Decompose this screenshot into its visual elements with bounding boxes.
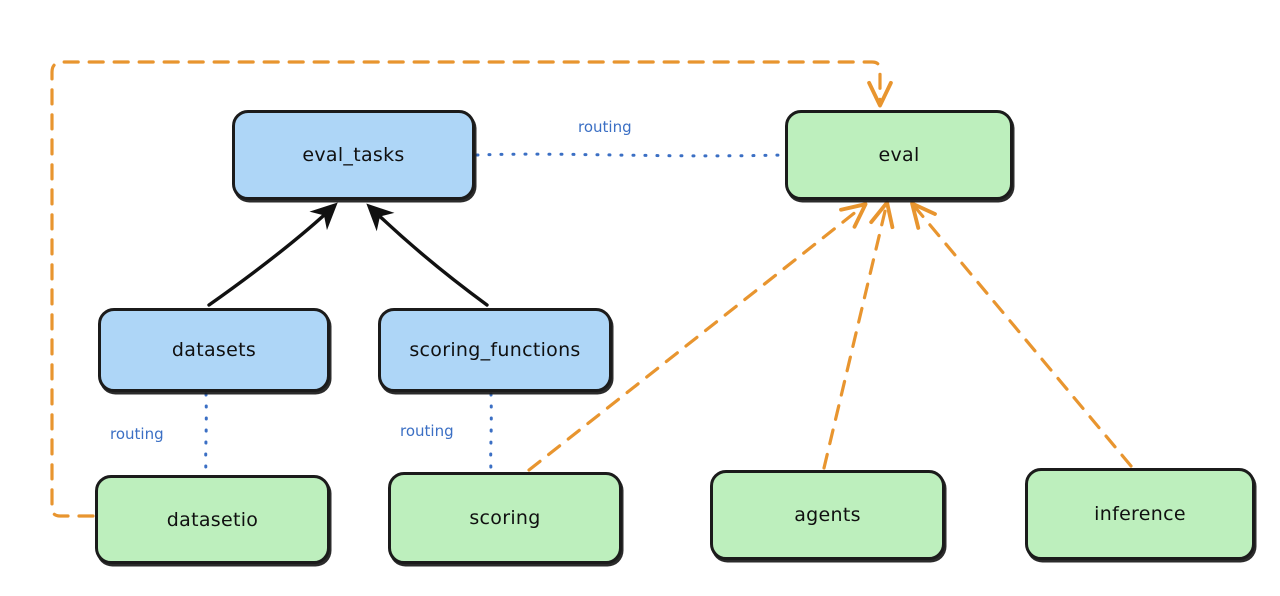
node-label: agents	[794, 504, 861, 526]
edge-datasetio-eval	[50, 60, 893, 518]
node-scoring[interactable]: scoring	[388, 472, 622, 564]
node-label: datasetio	[166, 508, 259, 531]
edge-datasets-eval_tasks	[207, 202, 338, 307]
node-label: inference	[1094, 503, 1186, 525]
edge-scoring_functions-scoring	[489, 392, 493, 472]
edge-scoring-eval	[527, 202, 868, 472]
edge-label-routing-datasets-datasetio: routing	[110, 425, 164, 443]
node-agents[interactable]: agents	[710, 470, 945, 560]
node-inference[interactable]: inference	[1025, 468, 1255, 560]
node-label: eval	[878, 144, 920, 166]
edge-scoring_functions-eval_tasks	[366, 203, 489, 307]
edge-eval_tasks-eval	[475, 152, 785, 158]
node-label: eval_tasks	[302, 144, 405, 166]
node-label: datasets	[171, 339, 257, 361]
node-label: scoring	[469, 507, 541, 529]
node-eval-tasks[interactable]: eval_tasks	[232, 110, 475, 200]
node-datasets[interactable]: datasets	[98, 308, 330, 392]
edge-label-routing-eval-tasks-eval: routing	[578, 118, 632, 136]
node-eval[interactable]: eval	[785, 110, 1013, 200]
node-label: scoring_functions	[409, 339, 581, 361]
edge-agents-eval	[822, 200, 895, 470]
edge-inference-eval	[910, 201, 1133, 468]
node-scoring-functions[interactable]: scoring_functions	[378, 308, 612, 392]
node-datasetio[interactable]: datasetio	[95, 475, 330, 564]
edge-label-routing-scoring-functions-scoring: routing	[400, 422, 454, 440]
edge-datasets-datasetio	[204, 392, 208, 475]
